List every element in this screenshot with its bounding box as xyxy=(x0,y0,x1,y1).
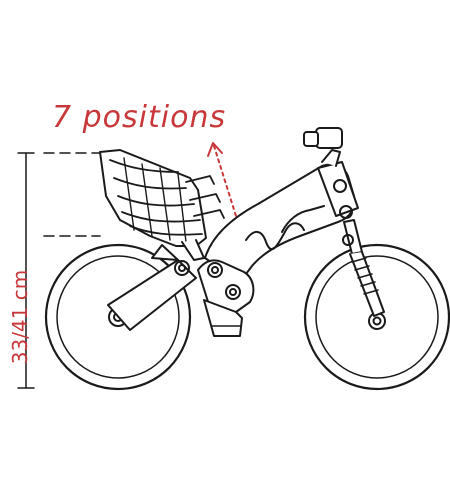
seat-post xyxy=(181,239,205,261)
handlebar xyxy=(303,127,343,167)
footrest xyxy=(203,299,243,337)
seat-basket xyxy=(99,149,225,247)
front-fork xyxy=(342,219,385,317)
rear-swing-arm xyxy=(107,259,197,331)
seat-positions-arrow xyxy=(207,142,237,217)
front-wheel xyxy=(303,243,450,391)
height-label: 33/41 cm xyxy=(8,269,32,365)
rear-fender xyxy=(151,244,179,261)
height-dimension xyxy=(17,152,101,389)
main-frame xyxy=(197,163,356,316)
positions-label: 7 positions xyxy=(52,100,227,135)
